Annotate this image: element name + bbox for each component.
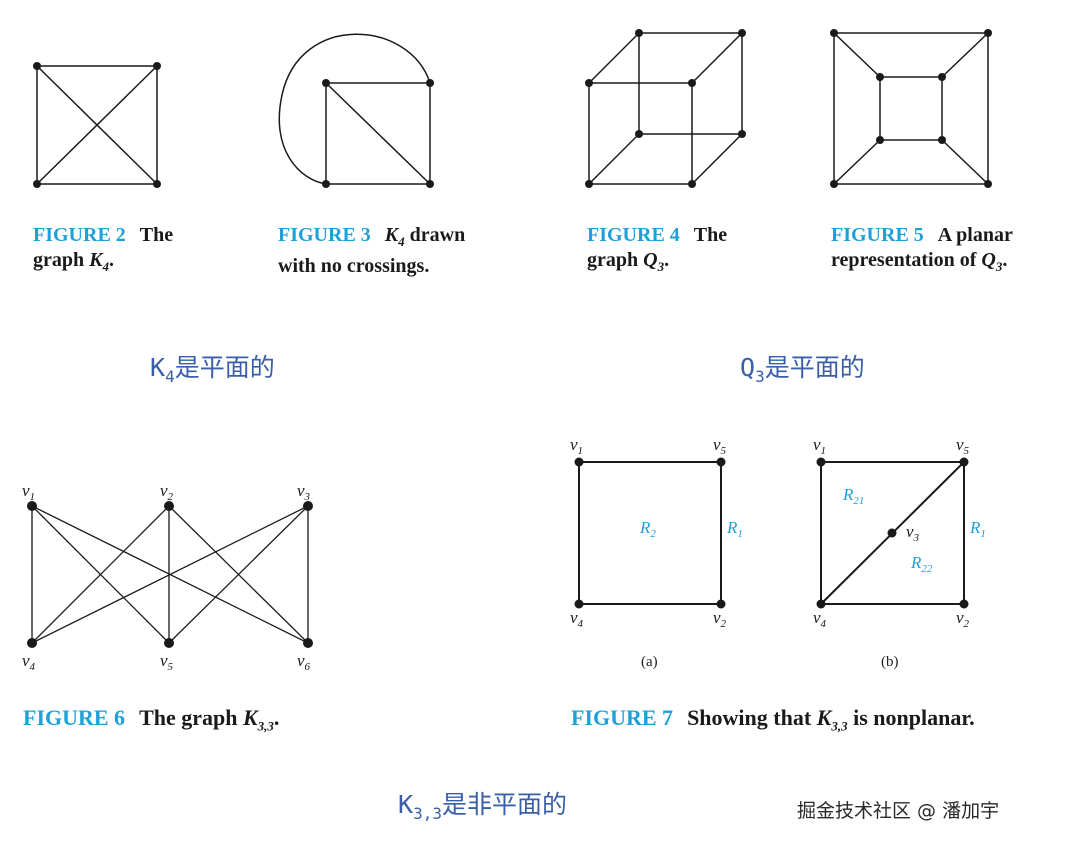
figure-6-vertices <box>27 501 313 648</box>
figure-3-number: FIGURE 3 <box>278 224 371 246</box>
figure-5-vertices <box>830 29 992 188</box>
svg-text:R1: R1 <box>726 518 743 540</box>
figure-6-number: FIGURE 6 <box>23 705 126 730</box>
figure-3-k4-planar <box>278 33 431 185</box>
fig6-label-v5: v5 <box>160 651 174 673</box>
fig6-label-v2: v2 <box>160 481 174 503</box>
svg-text:v3: v3 <box>906 522 920 544</box>
figure-7a-vertices <box>574 457 726 609</box>
figure-7b-vertices <box>816 457 969 609</box>
figure-4-number: FIGURE 4 <box>587 224 680 246</box>
fig7a-sublabel: (a) <box>641 654 658 670</box>
svg-text:R21: R21 <box>842 485 864 507</box>
figure-6-k33-graph <box>31 505 309 644</box>
note-k4-planar: K4是平面的 <box>150 353 275 386</box>
figure-2-k4-graph <box>36 65 158 185</box>
fig7b-sublabel: (b) <box>881 654 899 670</box>
svg-text:R1: R1 <box>969 518 986 540</box>
fig6-label-v6: v6 <box>297 651 311 673</box>
figure-4-vertices <box>585 29 746 188</box>
figure-7b-labels: v1 v5 v4 v2 v3 R21 R1 R22 (b) <box>813 435 986 670</box>
svg-text:R2: R2 <box>639 518 656 540</box>
figure-7a-labels: v1 v5 v4 v2 R2 R1 (a) <box>570 435 743 670</box>
fig6-label-v1: v1 <box>22 481 35 503</box>
svg-text:v5: v5 <box>713 435 727 457</box>
figure-2-number: FIGURE 2 <box>33 224 126 246</box>
svg-text:v5: v5 <box>956 435 970 457</box>
svg-text:v1: v1 <box>813 435 826 457</box>
svg-text:R22: R22 <box>910 553 933 575</box>
fig6-label-v3: v3 <box>297 481 311 503</box>
figure-5-number: FIGURE 5 <box>831 224 924 246</box>
svg-text:v1: v1 <box>570 435 583 457</box>
fig6-label-v4: v4 <box>22 651 36 673</box>
svg-text:v2: v2 <box>956 608 970 630</box>
svg-text:v4: v4 <box>813 608 827 630</box>
figure-6-labels: v1 v2 v3 v4 v5 v6 <box>22 481 311 673</box>
figure-3-vertices <box>322 79 434 188</box>
watermark: 掘金技术社区 @ 潘加宇 <box>797 800 1000 822</box>
svg-text:v4: v4 <box>570 608 584 630</box>
note-q3-planar: Q3是平面的 <box>740 353 865 386</box>
figure-7-number: FIGURE 7 <box>571 705 674 730</box>
figure-7a-graph <box>578 461 722 605</box>
figure-5-q3-planar <box>833 32 989 185</box>
svg-text:v2: v2 <box>713 608 727 630</box>
figure-2-vertices <box>33 62 161 188</box>
figure-4-q3-cube <box>588 32 743 185</box>
note-k33-nonplanar: K3,3是非平面的 <box>398 790 567 823</box>
